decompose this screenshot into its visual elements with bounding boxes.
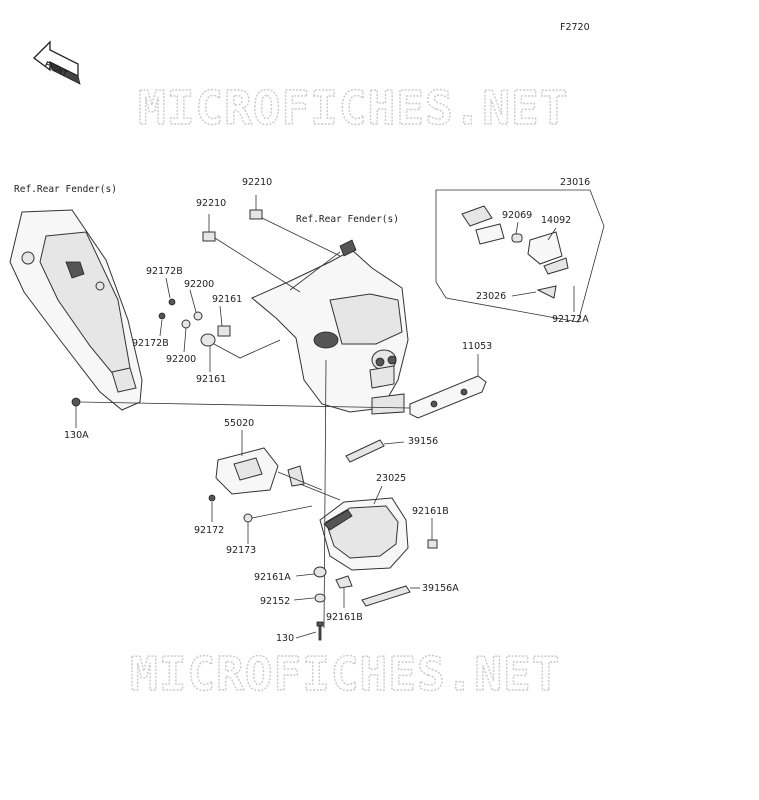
part-label-23025: 23025: [376, 473, 406, 484]
part-label-92069: 92069: [502, 210, 532, 221]
rear-fender-left-part: [9, 209, 143, 411]
pad-39156a: [361, 585, 411, 607]
tail-light-part: [319, 497, 409, 571]
clip-92210-a: [202, 231, 216, 242]
watermark-top: MICROFICHES.NET: [138, 81, 568, 135]
pad-39156: [345, 439, 385, 463]
part-label-130: 130: [276, 633, 294, 644]
part-label-92210-a: 92210: [196, 198, 226, 209]
assembly-guide-line: [323, 359, 327, 629]
part-label-92172a: 92172A: [552, 314, 589, 325]
bolt-130: [316, 621, 324, 641]
bolt-92172b: [168, 298, 176, 306]
bolt-130a: [71, 397, 81, 407]
diagram-code: F2720: [560, 22, 590, 33]
license-bracket-part: [409, 375, 487, 419]
collar-92173: [243, 513, 253, 523]
screw-92172: [208, 494, 216, 502]
part-label-130a: 130A: [64, 430, 89, 441]
grommet-92161a: [313, 566, 327, 578]
part-label-92172b-top: 92172B: [146, 266, 183, 277]
part-label-23026: 23026: [476, 291, 506, 302]
part-label-39156: 39156: [408, 436, 438, 447]
tail-light-bracket-part: [215, 447, 305, 495]
grommet-92161-2: [200, 333, 216, 347]
part-label-39156a: 39156A: [422, 583, 459, 594]
part-label-92172b-bottom: 92172B: [132, 338, 169, 349]
part-label-14092: 14092: [541, 215, 571, 226]
part-label-92200-bottom: 92200: [166, 354, 196, 365]
watermark-bottom: MICROFICHES.NET: [130, 647, 560, 701]
part-label-92210-b: 92210: [242, 177, 272, 188]
bolt-92172b-2: [158, 312, 166, 320]
part-label-92173: 92173: [226, 545, 256, 556]
ref-label-left: Ref.Rear Fender(s): [14, 184, 117, 195]
ref-label-top: Ref.Rear Fender(s): [296, 214, 399, 225]
part-label-92161-top: 92161: [212, 294, 242, 305]
turn-signal-group-box: [435, 189, 605, 323]
part-label-92161b-bottom: 92161B: [326, 612, 363, 623]
front-arrow-icon: FRONT: [33, 40, 81, 85]
part-label-92200-top: 92200: [184, 279, 214, 290]
turn-signal-part: [461, 205, 569, 299]
part-label-92152: 92152: [260, 596, 290, 607]
part-label-92161-bottom: 92161: [196, 374, 226, 385]
part-label-11053: 11053: [462, 341, 492, 352]
washer-92152: [314, 593, 326, 603]
tail-cover-part: [251, 239, 409, 415]
part-label-92161b-right: 92161B: [412, 506, 449, 517]
part-label-92161a: 92161A: [254, 572, 291, 583]
part-label-55020: 55020: [224, 418, 254, 429]
washer-92200-2: [193, 311, 203, 321]
grommet-92161: [217, 325, 231, 337]
part-label-92172: 92172: [194, 525, 224, 536]
clip-92210-b: [249, 209, 263, 220]
grommet-92161b-right: [427, 539, 438, 549]
washer-92200: [181, 319, 191, 329]
part-label-23016: 23016: [560, 177, 590, 188]
grommet-92161b-bottom: [335, 575, 353, 589]
